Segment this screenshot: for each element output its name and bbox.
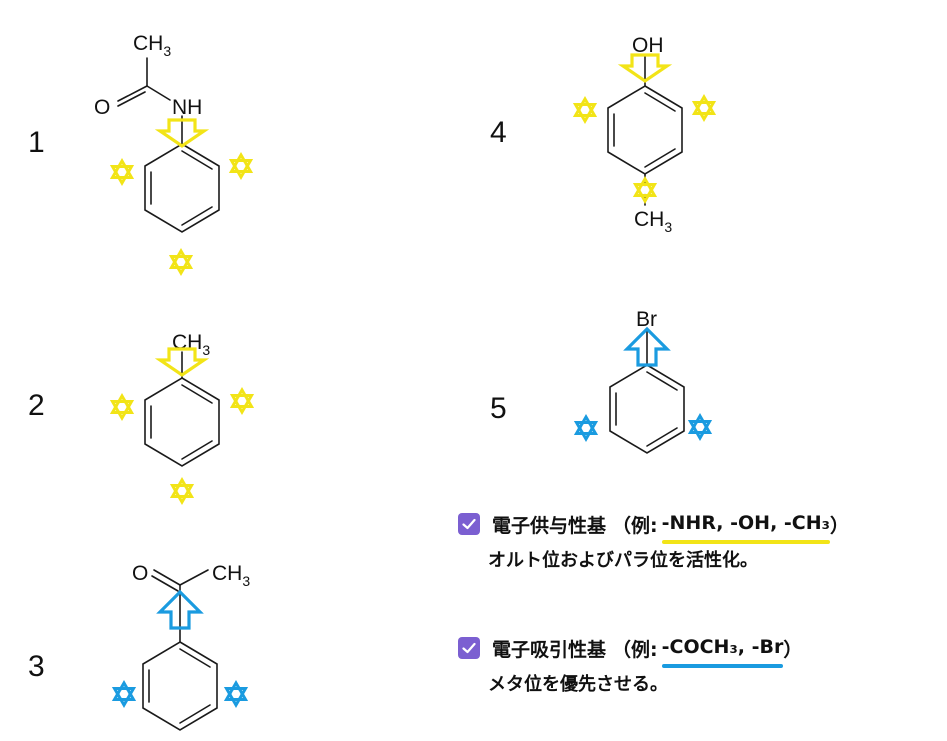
bond: [117, 91, 146, 107]
six-pointed-star-icon: [170, 249, 192, 275]
bond: [151, 575, 179, 592]
donor-title: 電子供与性基: [492, 514, 607, 537]
six-pointed-star-icon: [574, 97, 596, 123]
molecule-4: 4 OH CH3: [490, 34, 715, 235]
six-pointed-star-icon: [111, 394, 133, 420]
checkbox-checked-icon[interactable]: [458, 637, 480, 659]
ch3-label: CH3: [212, 562, 250, 589]
bond: [117, 85, 148, 102]
donor-examples: -NHR, -OH, -CH₃: [661, 512, 831, 544]
six-pointed-star-icon: [693, 95, 715, 121]
molecule-number: 1: [28, 126, 45, 159]
donor-description: オルト位およびパラ位を活性化。: [488, 550, 758, 571]
withdrawing-examples: -COCH₃, -Br: [661, 636, 784, 668]
molecule-2: 2 CH3: [28, 331, 253, 504]
six-pointed-star-icon: [230, 153, 252, 179]
molecule-1: 1 CH3 O NH: [28, 32, 252, 275]
bond: [153, 569, 181, 586]
donor-note: 電子供与性基 （例: -NHR, -OH, -CH₃ ） オルト位およびパラ位を…: [458, 510, 849, 572]
oxygen-label: O: [94, 96, 110, 119]
br-label: Br: [636, 308, 657, 331]
nh-label: NH: [172, 96, 202, 119]
six-pointed-star-icon: [171, 478, 193, 504]
benzene-ring: [142, 641, 218, 731]
ch3-label: CH3: [634, 208, 672, 235]
benzene-ring: [609, 364, 685, 454]
six-pointed-star-icon: [113, 681, 135, 707]
molecule-number: 2: [28, 389, 45, 422]
withdrawing-description: メタ位を優先させる。: [488, 674, 668, 695]
oxygen-label: O: [132, 562, 148, 585]
benzene-ring: [144, 143, 220, 233]
molecule-number: 5: [490, 392, 507, 425]
bond: [146, 85, 171, 101]
molecule-number: 4: [490, 116, 507, 149]
bond: [179, 569, 209, 586]
withdrawing-title: 電子吸引性基: [492, 638, 607, 661]
withdrawing-example-prefix: （例:: [612, 638, 658, 661]
donor-example-prefix: （例:: [612, 514, 658, 537]
withdrawing-example-suffix: ）: [783, 638, 803, 661]
oh-label: OH: [632, 34, 664, 57]
molecule-number: 3: [28, 650, 45, 683]
withdrawing-note: 電子吸引性基 （例: -COCH₃, -Br ） メタ位を優先させる。: [458, 634, 802, 696]
six-pointed-star-icon: [575, 415, 597, 441]
ch3-label: CH3: [172, 331, 210, 358]
six-pointed-star-icon: [225, 681, 247, 707]
donor-example-suffix: ）: [829, 514, 849, 537]
molecule-5: 5 Br: [490, 308, 711, 454]
six-pointed-star-icon: [689, 414, 711, 440]
benzene-ring: [144, 377, 220, 467]
ch3-label: CH3: [133, 32, 171, 59]
molecule-3: 3 O CH3: [28, 562, 250, 731]
six-pointed-star-icon: [111, 159, 133, 185]
checkbox-checked-icon[interactable]: [458, 513, 480, 535]
benzene-ring: [607, 85, 683, 175]
six-pointed-star-icon: [231, 388, 253, 414]
